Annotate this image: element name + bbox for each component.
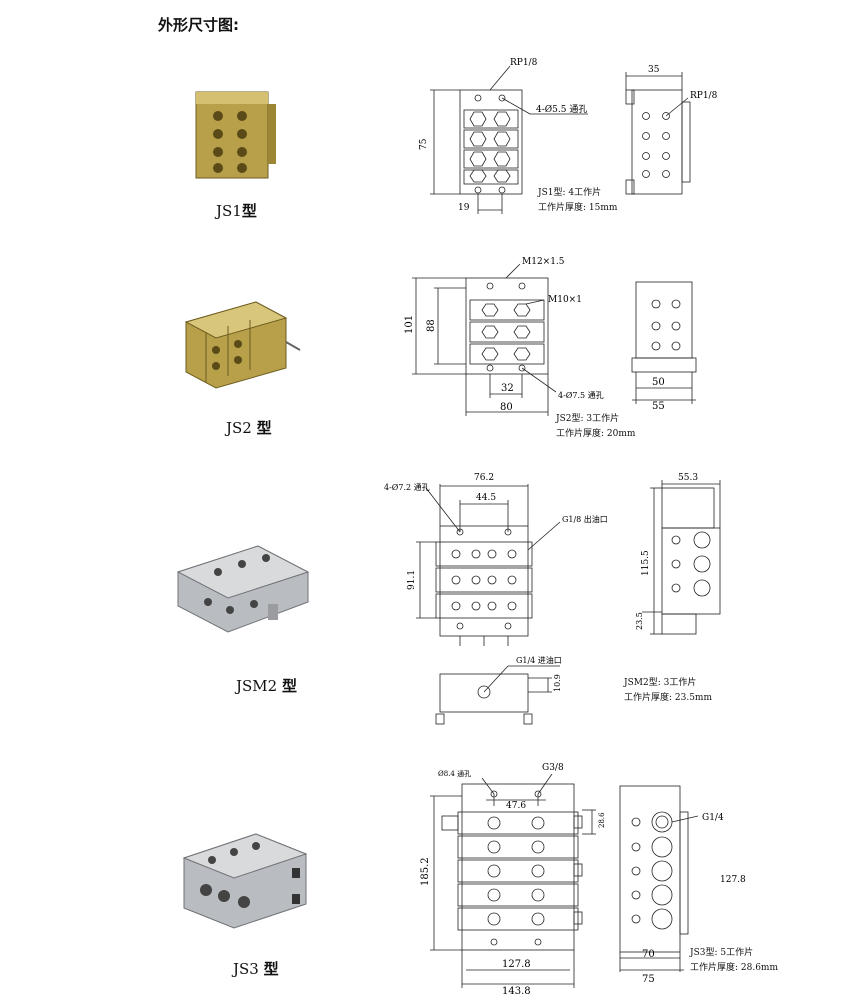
jsm2-dimension-drawing: 76.2 44.5 4-Ø7.2 通孔 G1/8 出油口 91.1 55.3 1…: [384, 473, 721, 725]
js1-spec-thickness: 工作片厚度: 15mm: [538, 203, 618, 213]
jsm2-width-inner-label: 44.5: [476, 493, 496, 503]
js3-width-outer-label: 143.8: [502, 986, 531, 996]
js2-spec-thickness: 工作片厚度: 20mm: [556, 429, 636, 439]
js3-side-outer-label: 75: [642, 974, 655, 985]
js2-spec: JS2型: 3工作片 工作片厚度: 20mm: [556, 412, 635, 442]
js3-pitch-label: 47.6: [506, 801, 526, 811]
js1-height-label: 75: [419, 138, 429, 150]
js3-product-photo: [182, 833, 308, 929]
js2-model-label: JS2 型: [226, 419, 272, 437]
js1-port-label: RP1/8: [510, 58, 538, 68]
page-title: 外形尺寸图:: [158, 16, 239, 34]
jsm2-spec-type: JSM2型: 3工作片: [624, 678, 697, 688]
js2-thread-side-label: M10×1: [548, 295, 582, 305]
js3-side-port-label: G1/4: [702, 813, 724, 823]
js2-height-inner-label: 88: [426, 319, 437, 332]
js1-side-width-label: 35: [648, 65, 660, 75]
js2-thread-top-label: M12×1.5: [522, 257, 565, 267]
js2-side-inner-label: 50: [652, 377, 665, 388]
js2-dimension-drawing: M12×1.5 M10×1 101 88 32 80 4-Ø7.5 通孔 50 …: [404, 257, 697, 416]
jsm2-side-height-label: 115.5: [641, 550, 651, 576]
jsm2-side-bottom-label: 23.5: [635, 612, 644, 630]
js1-model-label: JS1型: [216, 202, 257, 220]
jsm2-inlet-dim-label: 10.9: [553, 674, 562, 692]
jsm2-side-width-label: 55.3: [678, 473, 698, 483]
js3-spec-thickness: 工作片厚度: 28.6mm: [690, 963, 779, 973]
js1-product-photo: [195, 91, 276, 179]
jsm2-inlet-label: G1/4 进油口: [516, 655, 562, 665]
js2-height-outer-label: 101: [404, 315, 415, 334]
js3-side-inner-label: 70: [642, 949, 655, 960]
jsm2-product-photo: [176, 545, 310, 633]
js2-product-photo: [184, 301, 301, 389]
js3-port-top-label: G3/8: [542, 763, 564, 773]
js3-model-label: JS3 型: [233, 960, 279, 978]
jsm2-outlet-label: G1/8 出油口: [562, 514, 608, 524]
js2-hole-label: 4-Ø7.5 通孔: [558, 390, 604, 400]
js2-width-label: 80: [500, 402, 513, 413]
js2-side-outer-label: 55: [652, 401, 665, 412]
js3-small-dim-label: 28.6: [598, 812, 606, 828]
js3-width-inner-label: 127.8: [502, 959, 531, 970]
js3-spec: JS3型: 5工作片 工作片厚度: 28.6mm: [690, 946, 778, 976]
jsm2-height-label: 91.1: [407, 570, 417, 590]
jsm2-spec-thickness: 工作片厚度: 23.5mm: [624, 693, 713, 703]
js2-spec-type: JS2型: 3工作片: [556, 414, 620, 424]
js1-hole-label: 4-Ø5.5 通孔: [536, 104, 587, 115]
js2-pitch-label: 32: [501, 383, 514, 394]
js1-spec-type: JS1型: 4工作片: [538, 188, 602, 198]
jsm2-spec: JSM2型: 3工作片 工作片厚度: 23.5mm: [624, 676, 712, 706]
js3-height-label: 185.2: [420, 857, 431, 886]
js1-dimension-drawing: RP1/8 4-Ø5.5 通孔 75 19 35 RP1/8: [419, 58, 718, 214]
js3-hole-label: Ø8.4 通孔: [438, 769, 471, 778]
jsm2-hole-label: 4-Ø7.2 通孔: [384, 482, 430, 492]
js1-side-port-label: RP1/8: [690, 91, 718, 101]
js3-dimension-drawing: Ø8.4 通孔 G3/8 47.6 28.6 185.2 127.8 143.8…: [420, 763, 746, 996]
jsm2-width-outer-label: 76.2: [474, 473, 494, 483]
jsm2-model-label: JSM2 型: [236, 677, 297, 695]
js1-pitch-label: 19: [458, 203, 470, 213]
js3-side-height-label: 127.8: [720, 875, 746, 885]
js3-spec-type: JS3型: 5工作片: [690, 948, 754, 958]
js1-spec: JS1型: 4工作片 工作片厚度: 15mm: [538, 186, 617, 216]
